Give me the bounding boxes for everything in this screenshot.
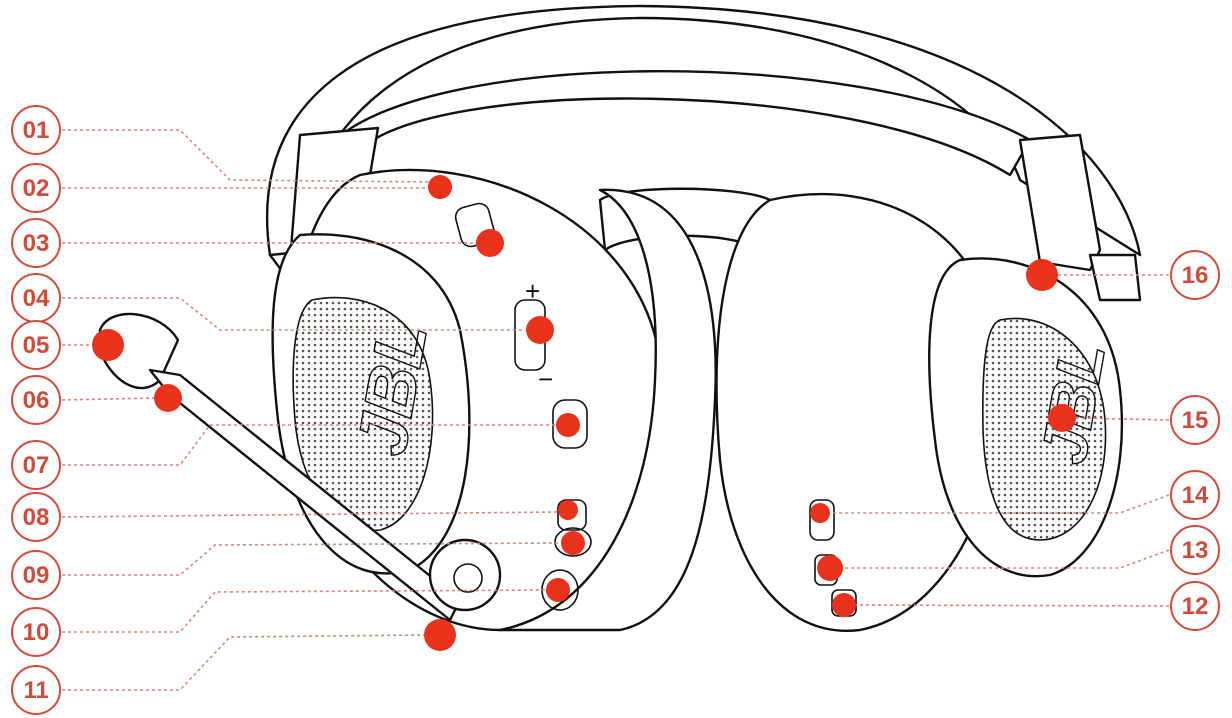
leader-lines [61, 129, 1170, 691]
callout-07[interactable]: 07 [11, 440, 61, 490]
callout-circle [11, 550, 61, 600]
callout-number: 06 [23, 387, 50, 414]
callout-number: 02 [23, 175, 50, 202]
callout-03[interactable]: 03 [11, 218, 61, 268]
callout-06[interactable]: 06 [11, 375, 61, 425]
callout-labels: 01 02 03 04 05 06 07 08 09 10 11 12 13 14 15 16 [11, 105, 1220, 715]
callout-number: 16 [1182, 262, 1209, 289]
hotspot-07[interactable] [556, 413, 580, 437]
hotspot-03[interactable] [476, 229, 504, 257]
callout-number: 12 [1182, 593, 1209, 620]
callout-circle [11, 105, 61, 155]
callout-11[interactable]: 11 [11, 665, 61, 715]
boom-microphone [98, 312, 502, 622]
leader-line-09 [62, 542, 562, 576]
leader-line-08 [61, 511, 559, 518]
callout-circle [11, 665, 61, 715]
callout-circle [11, 320, 61, 370]
leader-line-13 [843, 549, 1170, 569]
callout-number: 05 [23, 332, 50, 359]
hotspot-09[interactable] [561, 531, 585, 555]
callout-number: 07 [23, 452, 50, 479]
callout-number: 04 [23, 285, 50, 312]
callout-circle [11, 218, 61, 268]
hotspot-05[interactable] [92, 329, 124, 361]
leader-line-01 [62, 129, 431, 183]
callout-circle [1170, 395, 1220, 445]
callout-number: 09 [23, 562, 50, 589]
callout-circle [11, 492, 61, 542]
callout-14[interactable]: 14 [1170, 470, 1220, 520]
callout-number: 13 [1182, 537, 1209, 564]
hotspot-10[interactable] [546, 578, 570, 602]
callout-circle [11, 607, 61, 657]
callout-number: 01 [23, 117, 50, 144]
callout-circle [1170, 250, 1220, 300]
callout-number: 03 [23, 230, 50, 257]
hotspot-16[interactable] [1026, 259, 1058, 291]
callout-02[interactable]: 02 [11, 163, 61, 213]
callout-number: 08 [23, 504, 50, 531]
callout-circle [11, 375, 61, 425]
callout-09[interactable]: 09 [11, 550, 61, 600]
callout-circle [11, 163, 61, 213]
callout-circle [1170, 581, 1220, 631]
callout-number: 11 [23, 677, 48, 704]
hotspot-02[interactable] [428, 175, 452, 199]
hotspot-11[interactable] [424, 619, 456, 651]
volume-minus-label: − [538, 364, 553, 394]
leader-line-11 [62, 634, 425, 691]
hotspot-08[interactable] [558, 500, 578, 520]
callout-circle [1170, 470, 1220, 520]
callout-08[interactable]: 08 [11, 492, 61, 542]
left-ear-cup: JBL + − [268, 126, 717, 632]
hotspot-04[interactable] [526, 316, 554, 344]
callout-10[interactable]: 10 [11, 607, 61, 657]
callout-number: 15 [1182, 407, 1209, 434]
callout-13[interactable]: 13 [1170, 525, 1220, 575]
callout-05[interactable]: 05 [11, 320, 61, 370]
right-ear-cup: JBL [715, 133, 1142, 633]
callout-number: 14 [1182, 482, 1209, 509]
hotspot-15[interactable] [1048, 404, 1076, 432]
hotspot-06[interactable] [154, 384, 182, 412]
callout-16[interactable]: 16 [1170, 250, 1220, 300]
leader-line-06 [61, 397, 155, 401]
callout-circle [1170, 525, 1220, 575]
leader-line-12 [855, 604, 1170, 607]
leader-line-10 [62, 589, 547, 633]
callout-circle [11, 440, 61, 490]
callout-01[interactable]: 01 [11, 105, 61, 155]
callout-15[interactable]: 15 [1170, 395, 1220, 445]
callout-04[interactable]: 04 [11, 273, 61, 323]
hotspot-13[interactable] [817, 555, 843, 581]
callout-12[interactable]: 12 [1170, 581, 1220, 631]
hotspot-14[interactable] [810, 503, 830, 523]
volume-plus-label: + [525, 276, 540, 306]
callout-number: 10 [23, 619, 50, 646]
component-hotspots [92, 175, 1076, 651]
hotspot-12[interactable] [832, 593, 856, 617]
